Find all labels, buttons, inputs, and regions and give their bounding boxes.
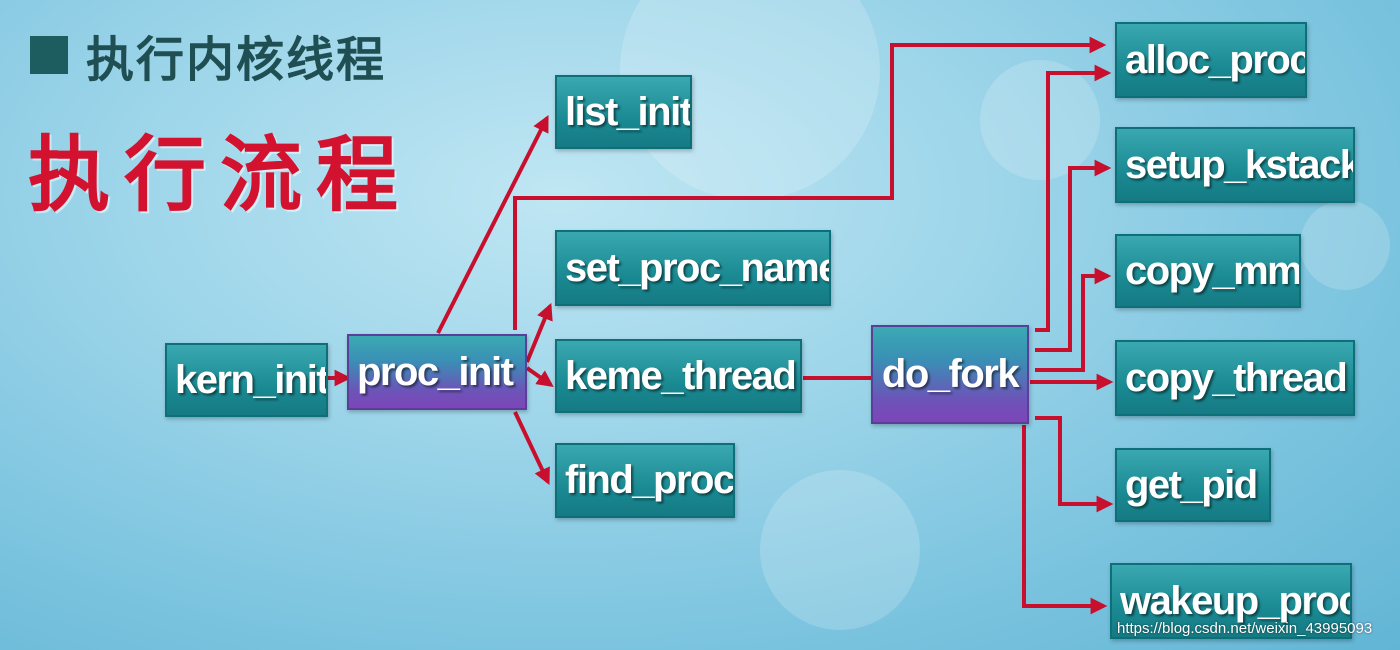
node-set-proc-name: set_proc_name	[555, 230, 831, 306]
node-do-fork: do_fork	[871, 325, 1029, 424]
node-setup-kstack: setup_kstack	[1115, 127, 1355, 203]
edge-proc-init-list-init	[436, 115, 549, 334]
node-kern-init: kern_init	[165, 343, 328, 417]
node-find-proc: find_proc	[555, 443, 735, 518]
edge-do-fork-wakeup-proc	[1022, 425, 1108, 615]
heading-text: 执行内核线程	[86, 32, 387, 88]
edge-proc-init-set-proc-name	[525, 302, 553, 363]
node-copy-thread: copy_thread	[1115, 340, 1355, 416]
node-keme-thread: keme_thread	[555, 339, 802, 413]
node-alloc-proc: alloc_proc	[1115, 22, 1307, 98]
background-bubble	[1300, 200, 1390, 290]
edge-proc-init-alloc-proc	[513, 36, 1107, 330]
node-list-init: list_init	[555, 75, 692, 149]
node-wakeup-proc: wakeup_proc	[1110, 563, 1352, 639]
edge-proc-init-keme-thread	[525, 366, 554, 387]
node-get-pid: get_pid	[1115, 448, 1271, 522]
edge-do-fork-copy-mm	[1035, 267, 1112, 372]
heading: 执行内核线程	[30, 20, 386, 90]
edge-proc-init-find-proc	[513, 411, 550, 486]
subheading: 执行流程	[28, 127, 413, 223]
edge-do-fork-setup-kstack	[1035, 159, 1112, 352]
node-proc-init: proc_init	[347, 334, 527, 410]
edge-do-fork-get-pid	[1035, 416, 1114, 513]
background-bubble	[980, 60, 1100, 180]
watermark: https://blog.csdn.net/weixin_43995093	[1117, 620, 1373, 637]
background-bubble	[760, 470, 920, 630]
square-bullet-icon	[30, 36, 68, 74]
node-copy-mm: copy_mm	[1115, 234, 1301, 308]
edge-do-fork-alloc-proc	[1035, 64, 1112, 332]
